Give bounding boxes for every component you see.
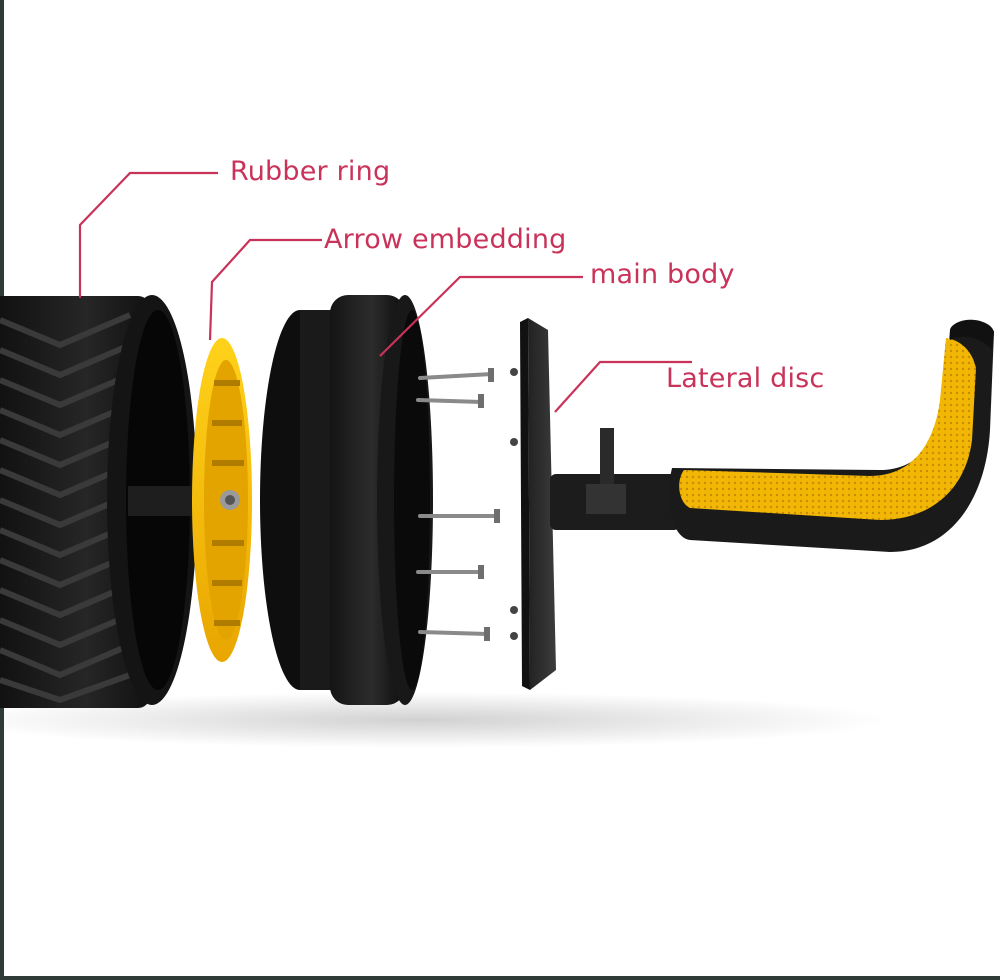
label-arrow-embedding: Arrow embedding (324, 224, 567, 255)
arrow-embedding (192, 338, 252, 662)
floor-shadow (0, 692, 890, 748)
rubber-ring-leader (78, 171, 218, 298)
lateral-disc (510, 318, 556, 690)
label-main-body: main body (590, 259, 735, 290)
arrow-embedding-leader (208, 238, 322, 341)
main-body-leader (379, 275, 583, 357)
main-body (260, 295, 500, 705)
tread-pattern (0, 312, 132, 704)
handle (550, 319, 994, 552)
callout-lines (78, 171, 692, 413)
label-rubber-ring: Rubber ring (230, 156, 391, 187)
rubber-ring (0, 295, 218, 708)
screws (416, 372, 500, 636)
label-lateral-disc: Lateral disc (666, 363, 825, 394)
frame-bottom-edge (0, 976, 1000, 980)
lateral-disc-leader (554, 360, 692, 413)
